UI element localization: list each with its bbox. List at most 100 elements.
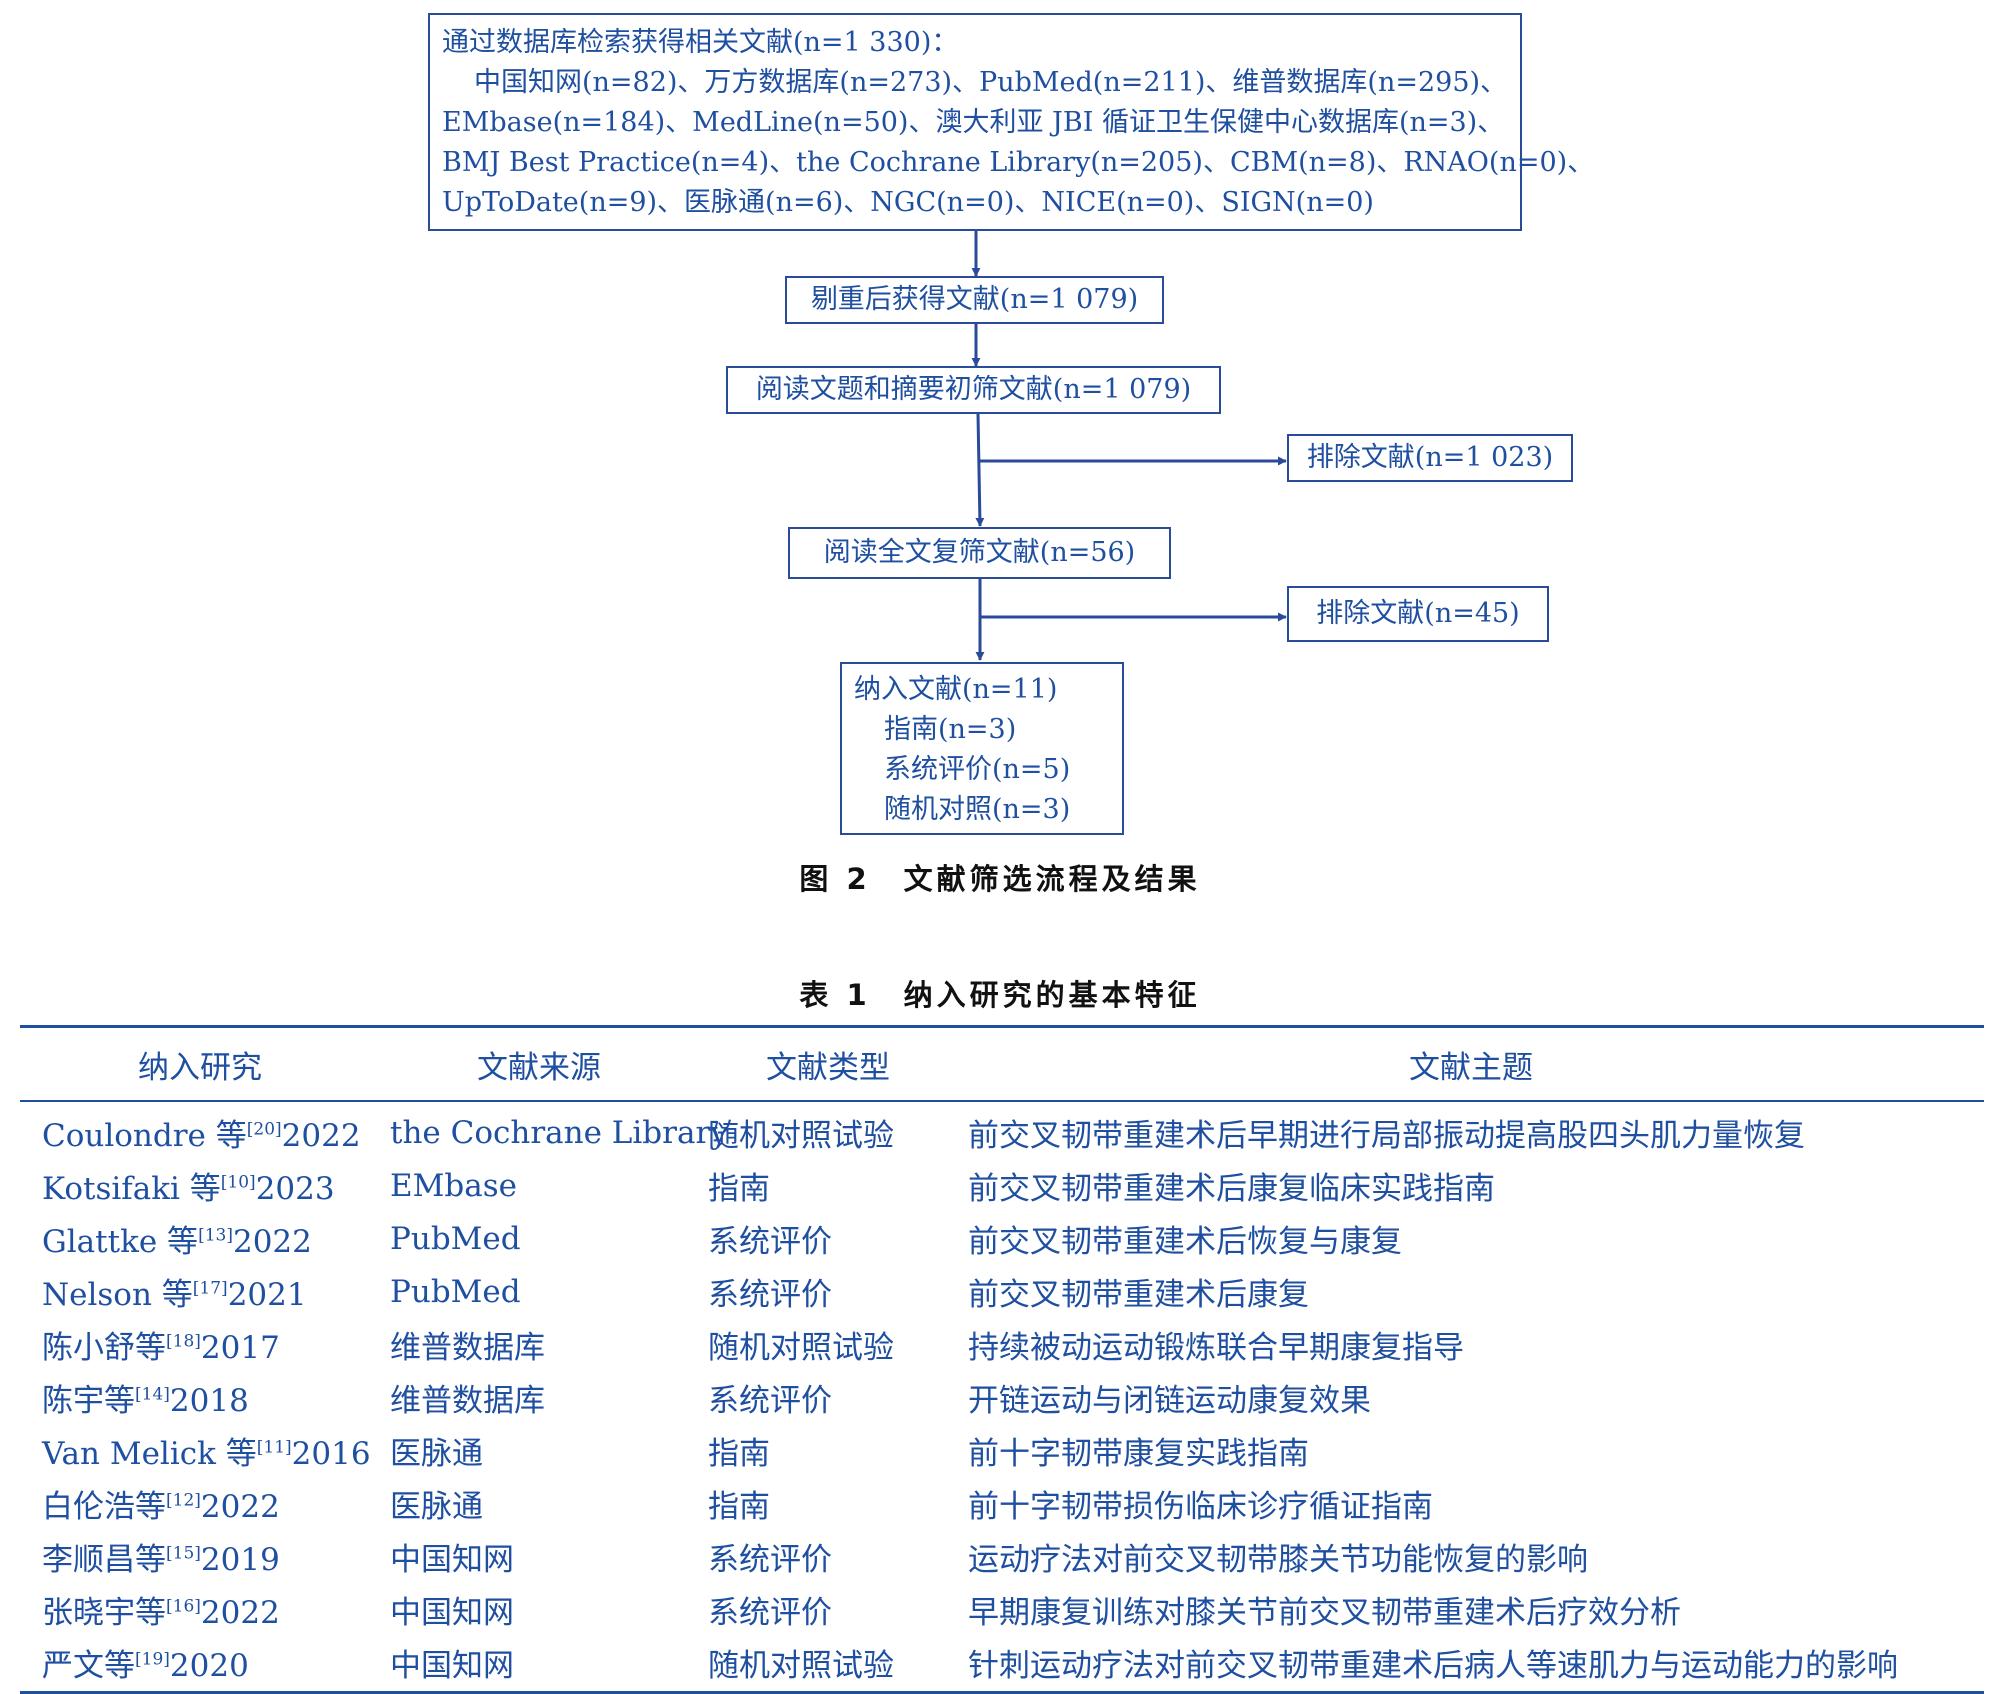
dedup-box: 剔重后获得文献(n=1 079) bbox=[785, 276, 1164, 324]
cell-type: 随机对照试验 bbox=[708, 1118, 894, 1154]
cell-study: 陈小舒等[18]2017 bbox=[20, 1322, 380, 1367]
cell-source: 中国知网 bbox=[390, 1542, 514, 1578]
study-ref: [19] bbox=[135, 1649, 170, 1670]
cell-type: 随机对照试验 bbox=[708, 1648, 894, 1684]
cell-source: 医脉通 bbox=[390, 1489, 483, 1525]
cell-source: 维普数据库 bbox=[390, 1330, 545, 1366]
study-ref: [20] bbox=[246, 1119, 282, 1140]
cell-study: Glattke 等[13]2022 bbox=[20, 1216, 380, 1261]
study-year: 2023 bbox=[255, 1171, 335, 1207]
study-author: 严文等 bbox=[42, 1648, 135, 1684]
search-results-box: 通过数据库检索获得相关文献(n=1 330)： 中国知网(n=82)、万方数据库… bbox=[428, 13, 1594, 231]
title-abstract-screen-box: 阅读文题和摘要初筛文献(n=1 079) bbox=[726, 366, 1221, 414]
figure-caption: 图 2 文献筛选流程及结果 bbox=[799, 862, 1201, 896]
cell-type: 系统评价 bbox=[708, 1224, 832, 1260]
cell-study: Nelson 等[17]2021 bbox=[20, 1269, 380, 1314]
table-header-row: 纳入研究 文献来源 文献类型 文献主题 bbox=[20, 1028, 1984, 1102]
study-author: Coulondre 等 bbox=[42, 1118, 247, 1154]
cell-type: 系统评价 bbox=[708, 1277, 832, 1313]
study-author: 白伦浩等 bbox=[42, 1489, 166, 1525]
cell-source: 中国知网 bbox=[390, 1648, 514, 1684]
cell-topic: 前交叉韧带重建术后康复临床实践指南 bbox=[968, 1171, 1495, 1207]
search-line-3: EMbase(n=184)、MedLine(n=50)、澳大利亚 JBI 循证卫… bbox=[442, 107, 1505, 138]
cell-topic: 针刺运动疗法对前交叉韧带重建术后病人等速肌力与运动能力的影响 bbox=[968, 1648, 1898, 1684]
included-total: 纳入文献(n=11) bbox=[854, 674, 1058, 705]
cell-type: 系统评价 bbox=[708, 1542, 832, 1578]
cell-topic: 前交叉韧带重建术后恢复与康复 bbox=[968, 1224, 1402, 1260]
fulltext-screen-box: 阅读全文复筛文献(n=56) bbox=[788, 527, 1171, 579]
cell-study: 严文等[19]2020 bbox=[20, 1640, 380, 1685]
cell-type: 指南 bbox=[708, 1171, 770, 1207]
study-year: 2018 bbox=[169, 1383, 249, 1419]
exclude-box-2: 排除文献(n=45) bbox=[1287, 586, 1549, 642]
study-ref: [11] bbox=[256, 1437, 292, 1458]
cell-topic: 开链运动与闭链运动康复效果 bbox=[968, 1383, 1371, 1419]
cell-source: the Cochrane Library bbox=[390, 1114, 728, 1151]
study-author: 陈宇等 bbox=[42, 1383, 135, 1419]
study-year: 2022 bbox=[200, 1595, 280, 1631]
cell-type: 系统评价 bbox=[708, 1595, 832, 1631]
study-ref: [13] bbox=[198, 1225, 233, 1246]
cell-topic: 前交叉韧带重建术后早期进行局部振动提高股四头肌力量恢复 bbox=[968, 1118, 1805, 1154]
study-year: 2019 bbox=[200, 1542, 280, 1578]
table-row: 陈小舒等[18]2017 维普数据库 随机对照试验 持续被动运动锻炼联合早期康复指导 bbox=[20, 1318, 1984, 1371]
study-ref: [18] bbox=[166, 1331, 201, 1352]
header-source: 文献来源 bbox=[477, 1049, 601, 1086]
study-author: Kotsifaki 等 bbox=[42, 1171, 221, 1207]
study-ref: [14] bbox=[135, 1384, 170, 1405]
cell-topic: 前十字韧带损伤临床诊疗循证指南 bbox=[968, 1489, 1433, 1525]
cell-topic: 运动疗法对前交叉韧带膝关节功能恢复的影响 bbox=[968, 1542, 1588, 1578]
study-year: 2016 bbox=[291, 1436, 371, 1472]
search-line-5: UpToDate(n=9)、医脉通(n=6)、NGC(n=0)、NICE(n=0… bbox=[442, 187, 1374, 218]
study-ref: [17] bbox=[192, 1278, 228, 1299]
search-line-1: 通过数据库检索获得相关文献(n=1 330)： bbox=[442, 27, 959, 58]
included-studies-box: 纳入文献(n=11) 指南(n=3) 系统评价(n=5) 随机对照(n=3) bbox=[840, 662, 1124, 835]
study-ref: [16] bbox=[166, 1596, 201, 1617]
cell-topic: 前十字韧带康复实践指南 bbox=[968, 1436, 1309, 1472]
cell-study: 张晓宇等[16]2022 bbox=[20, 1587, 380, 1632]
cell-type: 指南 bbox=[708, 1436, 770, 1472]
cell-study: Coulondre 等[20]2022 bbox=[20, 1110, 380, 1155]
cell-study: 陈宇等[14]2018 bbox=[20, 1375, 380, 1420]
cell-source: 医脉通 bbox=[390, 1436, 483, 1472]
cell-study: Kotsifaki 等[10]2023 bbox=[20, 1163, 380, 1208]
cell-source: 维普数据库 bbox=[390, 1383, 545, 1419]
exclude-2-text: 排除文献(n=45) bbox=[1316, 598, 1520, 629]
cell-study: 李顺昌等[15]2019 bbox=[20, 1534, 380, 1579]
exclude-box-1: 排除文献(n=1 023) bbox=[1287, 434, 1573, 482]
included-rcts: 随机对照(n=3) bbox=[884, 794, 1071, 825]
fulltext-text: 阅读全文复筛文献(n=56) bbox=[823, 537, 1136, 568]
cell-topic: 持续被动运动锻炼联合早期康复指导 bbox=[968, 1330, 1464, 1366]
study-year: 2022 bbox=[200, 1489, 280, 1525]
study-year: 2021 bbox=[227, 1277, 307, 1313]
study-author: 张晓宇等 bbox=[42, 1595, 166, 1631]
table-caption: 表 1 纳入研究的基本特征 bbox=[799, 978, 1201, 1012]
flow-arrows bbox=[971, 230, 1287, 661]
study-ref: [15] bbox=[166, 1543, 201, 1564]
cell-topic: 早期康复训练对膝关节前交叉韧带重建术后疗效分析 bbox=[968, 1595, 1681, 1631]
cell-source: PubMed bbox=[390, 1273, 521, 1310]
header-topic: 文献主题 bbox=[1409, 1049, 1533, 1086]
cell-type: 指南 bbox=[708, 1489, 770, 1525]
included-guidelines: 指南(n=3) bbox=[884, 714, 1017, 745]
search-line-2: 中国知网(n=82)、万方数据库(n=273)、PubMed(n=211)、维普… bbox=[474, 67, 1508, 98]
study-ref: [10] bbox=[220, 1172, 256, 1193]
table-row: 白伦浩等[12]2022 医脉通 指南 前十字韧带损伤临床诊疗循证指南 bbox=[20, 1477, 1984, 1530]
cell-source: EMbase bbox=[390, 1167, 517, 1204]
arrow-screen-to-fulltext bbox=[975, 413, 985, 527]
study-year: 2020 bbox=[169, 1648, 249, 1684]
cell-source: 中国知网 bbox=[390, 1595, 514, 1631]
study-year: 2022 bbox=[232, 1224, 312, 1260]
header-study: 纳入研究 bbox=[138, 1049, 262, 1086]
cell-type: 随机对照试验 bbox=[708, 1330, 894, 1366]
exclude-1-text: 排除文献(n=1 023) bbox=[1306, 442, 1554, 473]
table-row: 张晓宇等[16]2022 中国知网 系统评价 早期康复训练对膝关节前交叉韧带重建术后疗… bbox=[20, 1583, 1984, 1636]
study-ref: [12] bbox=[166, 1490, 201, 1511]
cell-source: PubMed bbox=[390, 1220, 521, 1257]
